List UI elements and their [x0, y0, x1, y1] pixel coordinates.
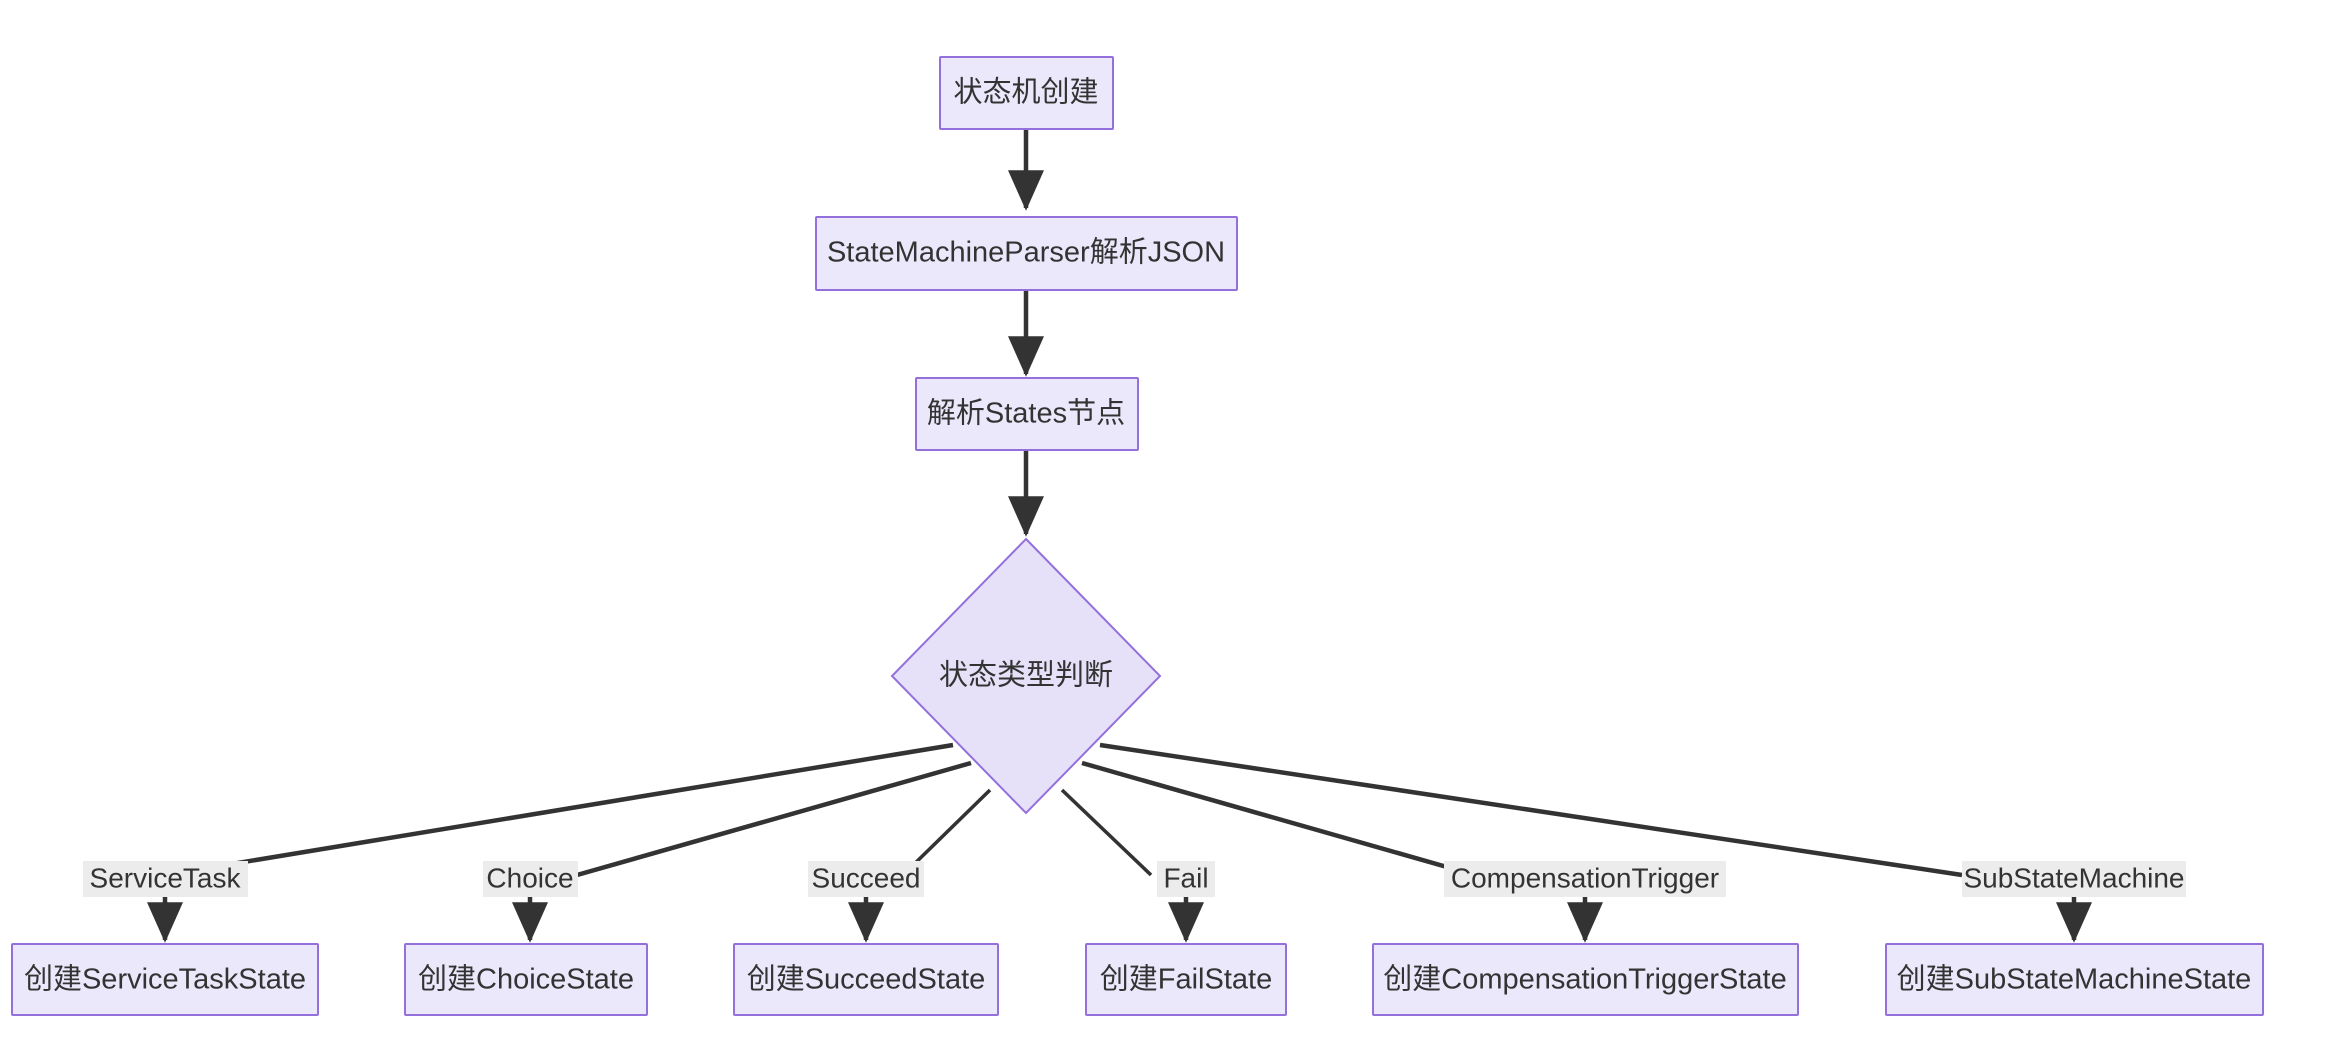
- edge-line: [164, 742, 954, 878]
- node-shape[interactable]: [915, 377, 1139, 451]
- edge-label-background: [483, 861, 578, 897]
- node-service-task-state[interactable]: 创建ServiceTaskState: [11, 943, 319, 1016]
- node-decision[interactable]: 状态类型判断: [890, 537, 1162, 815]
- edge-label-text: SubStateMachine: [1963, 862, 2184, 893]
- edge-label-substatemachine: SubStateMachine: [1962, 861, 2186, 897]
- node-shape[interactable]: [404, 943, 648, 1016]
- edge-decision-to-choice: [576, 760, 972, 878]
- edge-decision-to-succeed: [901, 788, 992, 877]
- edge-label-text: Choice: [486, 862, 573, 893]
- edge-label-background: [83, 861, 248, 897]
- edge-label-text: ServiceTask: [90, 862, 242, 893]
- node-shape[interactable]: [939, 56, 1114, 130]
- edge-line: [1099, 742, 1963, 878]
- node-sub-state-machine-state[interactable]: 创建SubStateMachineState: [1885, 943, 2264, 1016]
- node-succeed-state[interactable]: 创建SucceedState: [733, 943, 999, 1016]
- node-shape[interactable]: [815, 216, 1238, 291]
- edge-label-succeed: Succeed: [808, 861, 924, 897]
- node-label: 创建SubStateMachineState: [1897, 963, 2252, 996]
- node-parse-json[interactable]: StateMachineParser解析JSON: [815, 216, 1238, 291]
- node-shape[interactable]: [733, 943, 999, 1016]
- node-shape[interactable]: [890, 537, 1162, 815]
- edge-label-choice: Choice: [483, 861, 578, 897]
- edge-decision-to-servicetask: [164, 742, 954, 878]
- edge-label-fail: Fail: [1157, 861, 1215, 897]
- edge-label-text: Fail: [1163, 862, 1208, 893]
- node-label: 创建ChoiceState: [418, 963, 634, 996]
- node-label: 创建CompensationTriggerState: [1383, 963, 1787, 996]
- edge-line: [1060, 788, 1153, 877]
- edge-line: [576, 760, 972, 878]
- node-label: StateMachineParser解析JSON: [827, 236, 1225, 269]
- edge-label-text: CompensationTrigger: [1451, 862, 1719, 893]
- edge-label-servicetask: ServiceTask: [83, 861, 248, 897]
- edge-label-background: [1962, 861, 2186, 897]
- node-label: 创建SucceedState: [747, 963, 986, 996]
- node-compensation-trigger-state[interactable]: 创建CompensationTriggerState: [1372, 943, 1799, 1016]
- edge-line: [901, 788, 992, 877]
- edge-label-compensationtrigger: CompensationTrigger: [1444, 861, 1726, 897]
- node-shape[interactable]: [1372, 943, 1799, 1016]
- edge-label-text: Succeed: [812, 862, 921, 893]
- edge-line: [1081, 760, 1476, 878]
- node-shape[interactable]: [11, 943, 319, 1016]
- node-start[interactable]: 状态机创建: [939, 56, 1114, 130]
- edge-decision-to-substatemachine: [1099, 742, 1963, 878]
- node-parse-states[interactable]: 解析States节点: [915, 377, 1139, 451]
- edge-decision-to-fail: [1060, 788, 1153, 877]
- node-fail-state[interactable]: 创建FailState: [1085, 943, 1287, 1016]
- node-label: 解析States节点: [927, 397, 1125, 430]
- node-label: 状态类型判断: [939, 659, 1113, 692]
- node-label: 创建FailState: [1100, 963, 1272, 996]
- edge-label-background: [1444, 861, 1726, 897]
- node-choice-state[interactable]: 创建ChoiceState: [404, 943, 648, 1016]
- edge-label-background: [808, 861, 924, 897]
- node-label: 创建ServiceTaskState: [24, 963, 306, 996]
- edge-label-background: [1157, 861, 1215, 897]
- node-shape[interactable]: [1085, 943, 1287, 1016]
- node-label: 状态机创建: [953, 76, 1098, 109]
- edge-decision-to-compensationtrigger: [1081, 760, 1476, 878]
- node-shape[interactable]: [1885, 943, 2264, 1016]
